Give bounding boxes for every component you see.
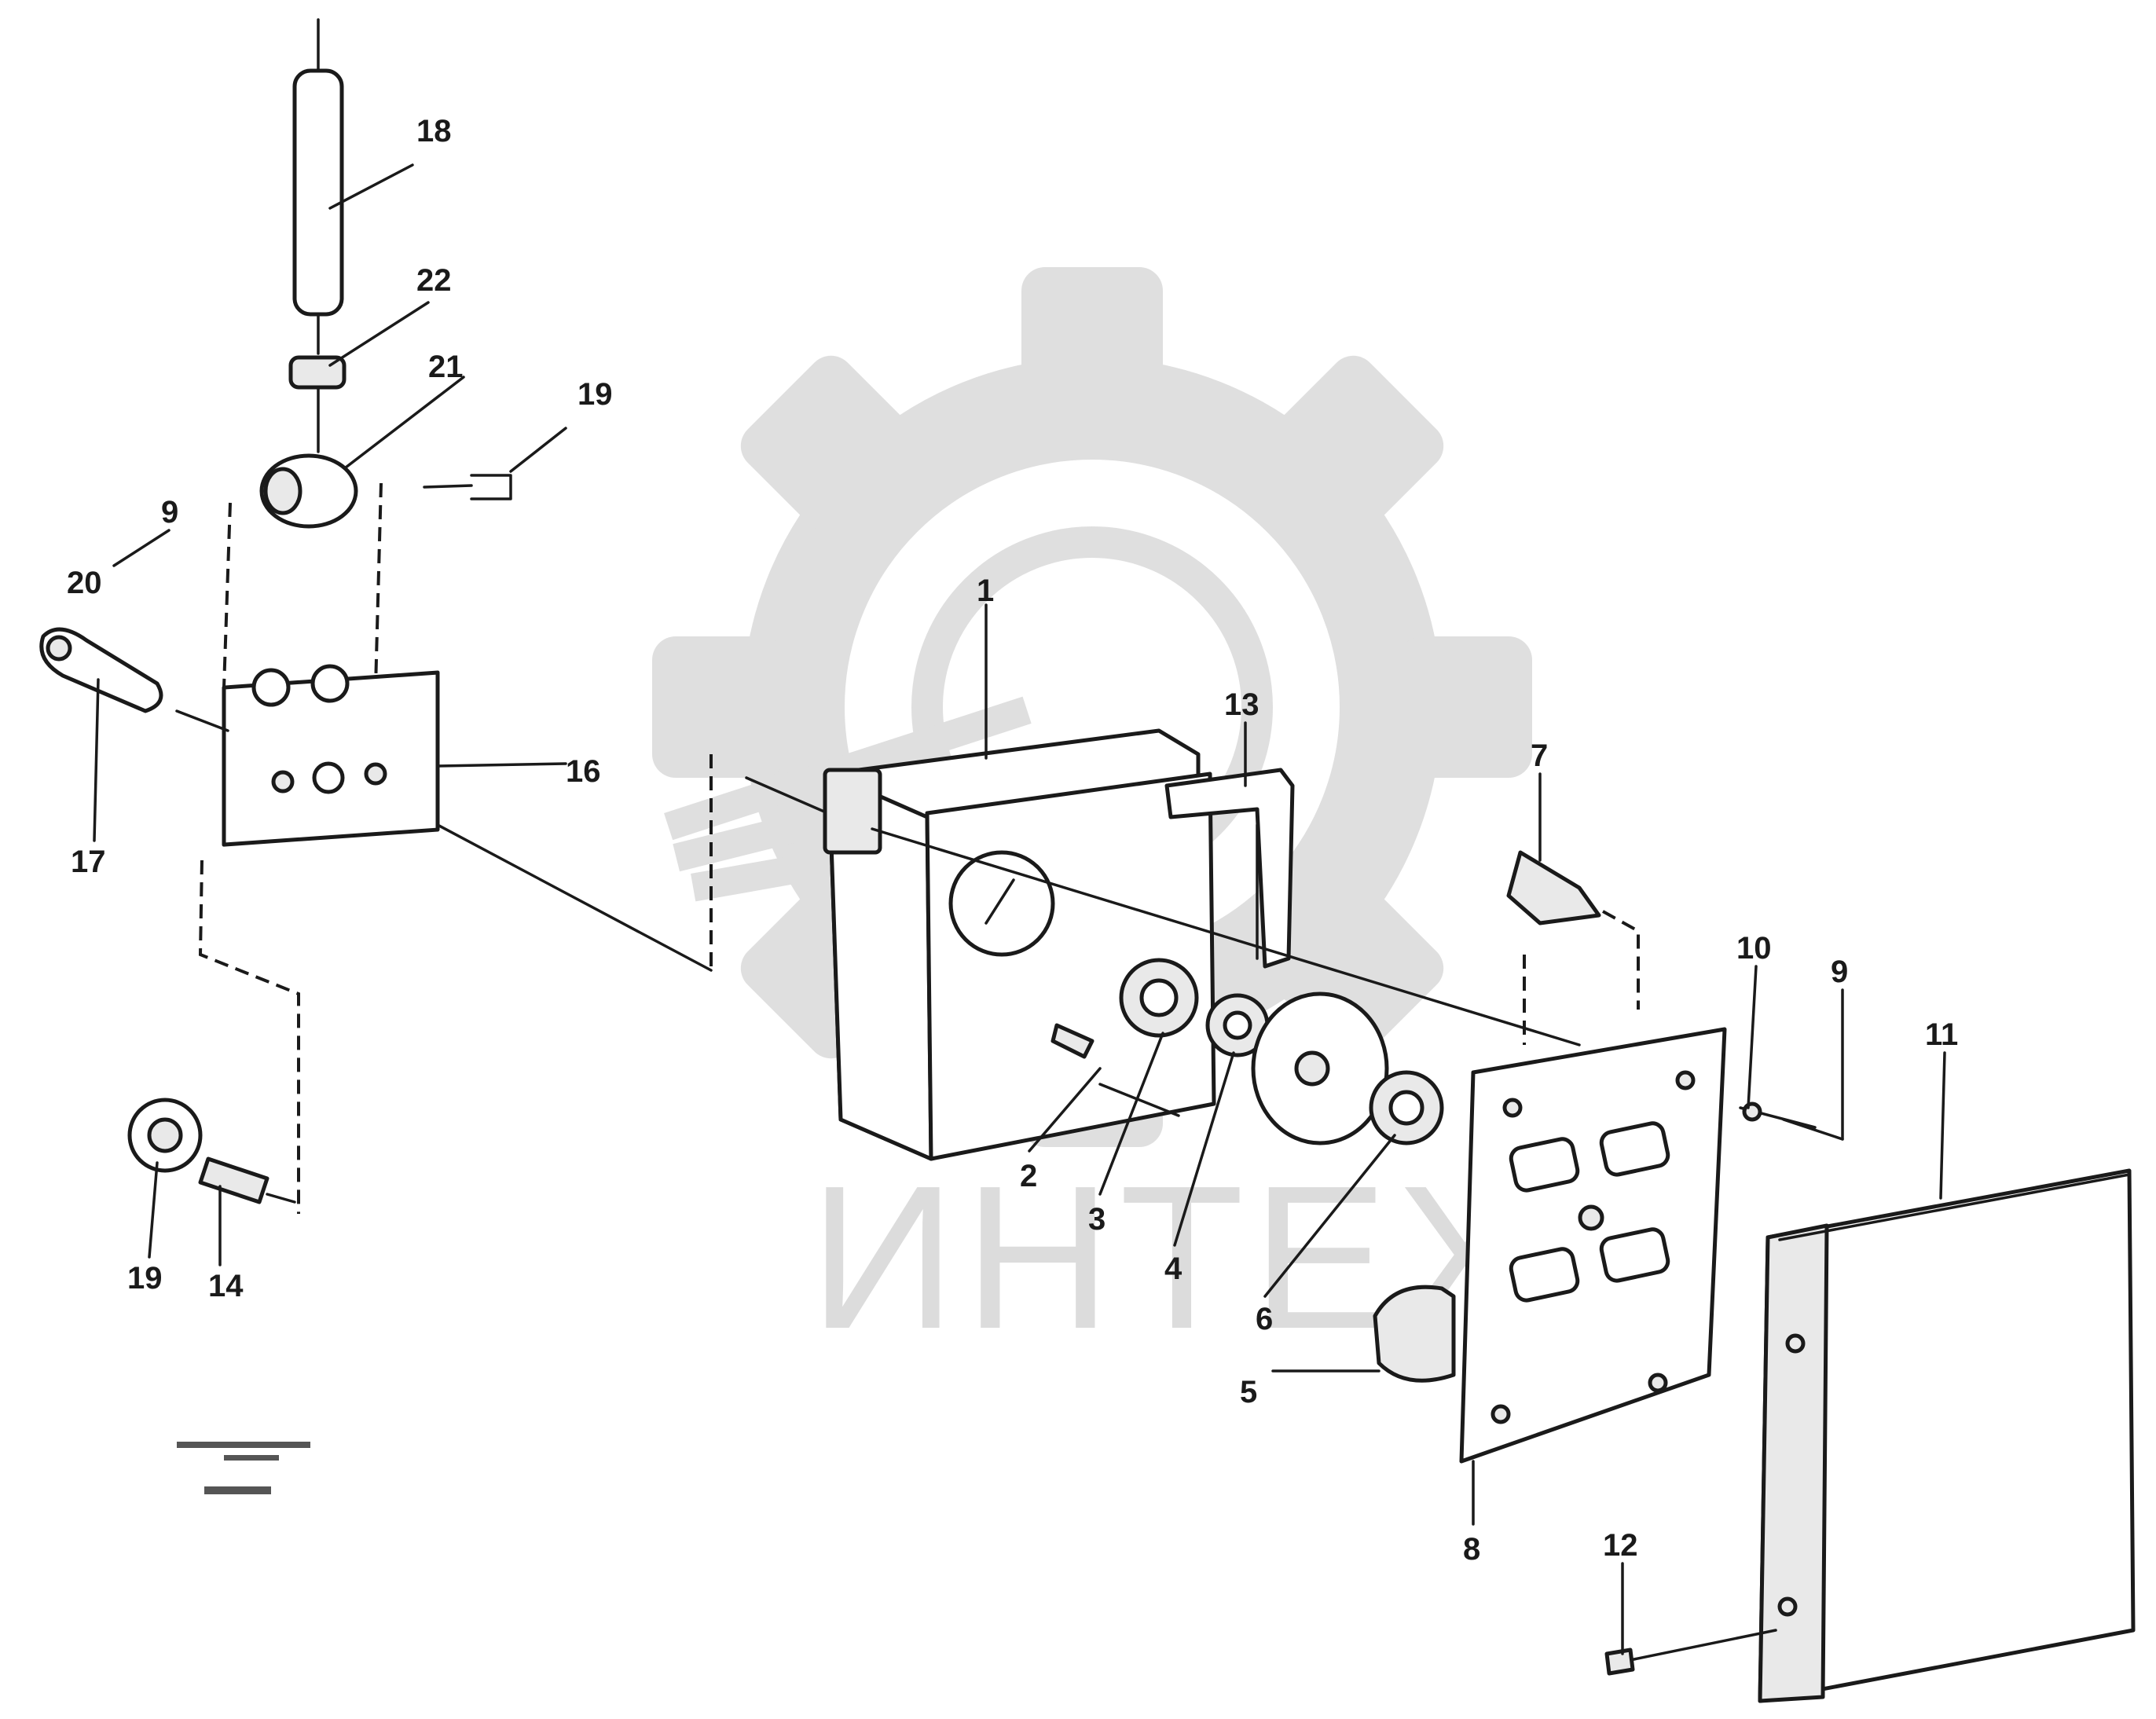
- callout-3: 3: [1088, 1202, 1106, 1237]
- callout-1: 1: [977, 574, 994, 608]
- left-assembly: [39, 18, 713, 1214]
- callout-19-bottom: 19: [127, 1261, 163, 1296]
- callout-labels: 18 22 21 19 9 20 16 17 19 14 1 13 7 2 3 …: [67, 114, 1958, 1567]
- callout-14: 14: [208, 1269, 244, 1303]
- callout-18: 18: [416, 114, 452, 148]
- callout-5: 5: [1240, 1375, 1257, 1409]
- leader-lines: [93, 163, 1946, 1655]
- callout-12: 12: [1603, 1528, 1638, 1563]
- callout-9-left: 9: [161, 495, 178, 530]
- rod-part-18: [292, 68, 344, 317]
- cable-part-5: [1373, 1285, 1456, 1383]
- callout-2: 2: [1020, 1159, 1037, 1193]
- panel-plate-8: [1459, 1027, 1727, 1464]
- callout-22: 22: [416, 263, 452, 298]
- callout-7: 7: [1531, 739, 1548, 773]
- callout-16: 16: [566, 754, 601, 789]
- callout-9-right: 9: [1831, 955, 1848, 989]
- callout-10: 10: [1736, 931, 1772, 966]
- bolt-part-14: [198, 1156, 270, 1204]
- callout-21: 21: [428, 350, 464, 384]
- callout-17: 17: [71, 845, 106, 879]
- callout-4: 4: [1164, 1252, 1182, 1286]
- drawing-reference-note: [177, 1442, 310, 1494]
- callout-19-top: 19: [578, 377, 613, 412]
- callout-20: 20: [67, 566, 102, 600]
- clip-part-7: [1506, 850, 1601, 925]
- callout-8-bottom: 8: [1463, 1532, 1480, 1567]
- bracket-part-13: [1164, 768, 1295, 969]
- callout-6: 6: [1256, 1302, 1273, 1336]
- callout-11: 11: [1925, 1017, 1958, 1052]
- center-assembly: [710, 728, 1581, 1161]
- callout-13: 13: [1224, 687, 1260, 722]
- dial-gauge: [948, 850, 1055, 957]
